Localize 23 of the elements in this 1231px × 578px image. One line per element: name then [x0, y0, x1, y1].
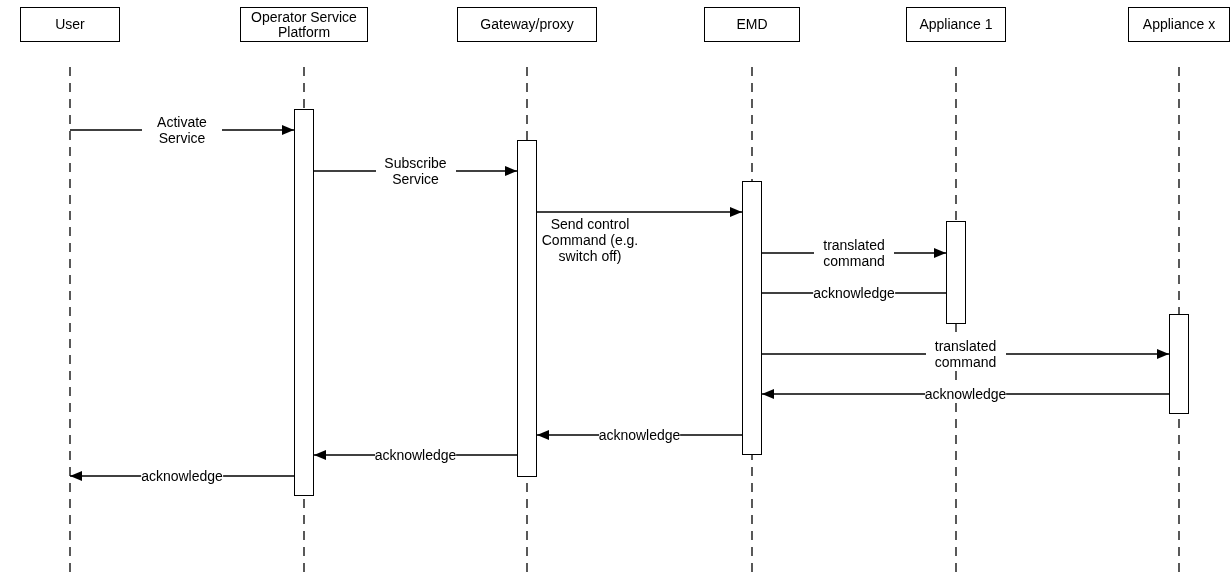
activation-bar	[1169, 314, 1189, 414]
activation-bar	[294, 109, 314, 496]
activation-bar	[946, 221, 966, 324]
activation-bar	[517, 140, 537, 477]
message-label: acknowledge	[141, 468, 223, 484]
message-arrow	[761, 389, 1170, 399]
participant-box: EMD	[704, 7, 800, 42]
message-label: Activate Service	[142, 114, 222, 146]
message-label: Send control Command (e.g. switch off)	[540, 216, 640, 264]
message-label: acknowledge	[813, 285, 895, 301]
message-label: acknowledge	[924, 386, 1007, 402]
participant-box: User	[20, 7, 120, 42]
participant-box: Gateway/proxy	[457, 7, 597, 42]
participant-box: Operator Service Platform	[240, 7, 368, 42]
message-label: Subscribe Service	[375, 155, 456, 187]
message-label: acknowledge	[374, 447, 457, 463]
message-arrow	[536, 207, 743, 217]
message-label: translated command	[814, 237, 894, 269]
message-label: acknowledge	[598, 427, 681, 443]
participant-box: Appliance 1	[906, 7, 1006, 42]
activation-bar	[742, 181, 762, 455]
message-label: translated command	[925, 338, 1006, 370]
participant-box: Appliance x	[1128, 7, 1230, 42]
